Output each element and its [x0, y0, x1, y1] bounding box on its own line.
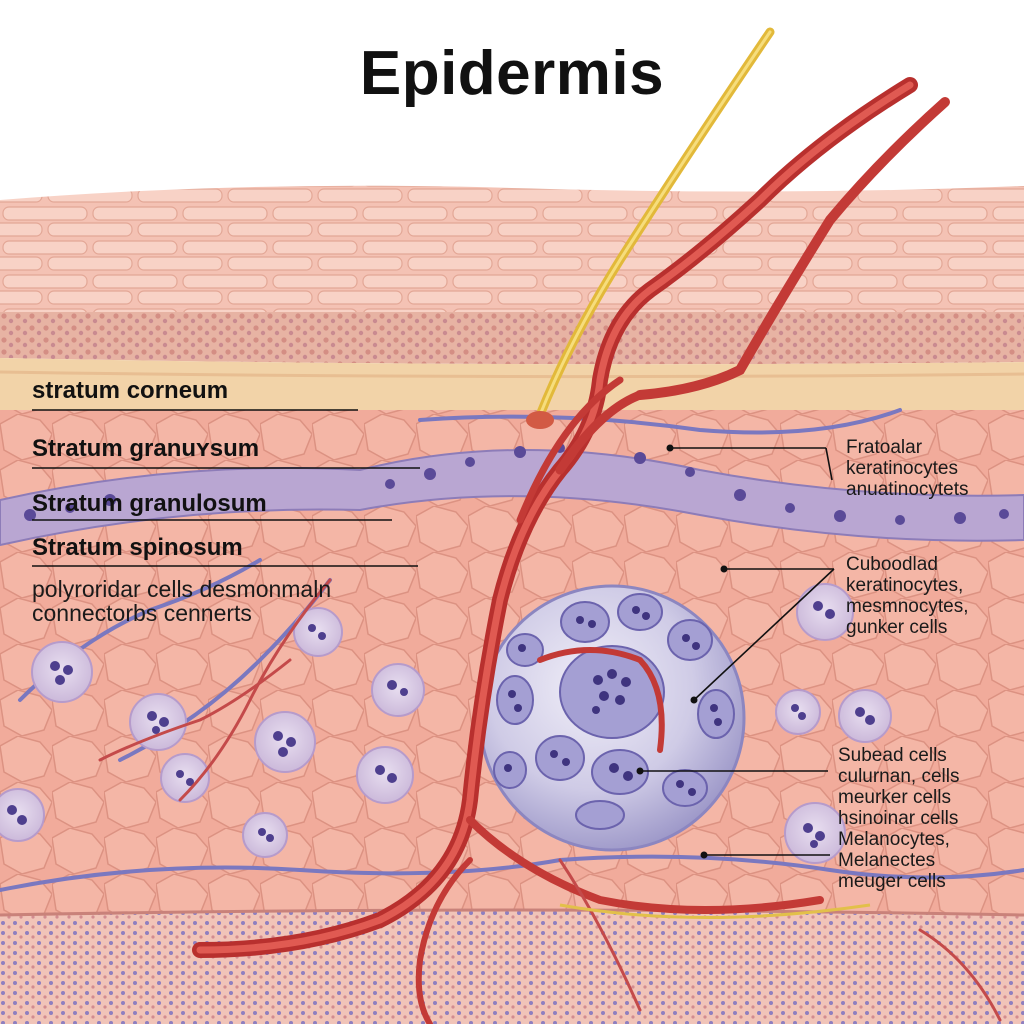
spinous-cells — [0, 583, 892, 864]
label-leader-lines — [32, 409, 835, 856]
callout-line: Subead cells — [838, 745, 947, 766]
cluster-nuclei — [504, 606, 722, 796]
granular-dotted-band — [0, 312, 1024, 365]
callout-line: anuatinocytets — [846, 479, 969, 500]
callout-upper: Fratoalar keratinocytes anuatinocytets — [846, 437, 969, 500]
callout-line: meurker cells — [838, 787, 951, 808]
leader-dots — [636, 444, 728, 859]
callout-middle: Cuboodlad keratinocytes, mesmnocytes, gu… — [846, 554, 968, 638]
callout-line: keratinocytes — [846, 458, 958, 479]
description-line: connectorbs cennerts — [32, 600, 252, 626]
callout-line: Melanectes — [838, 850, 936, 871]
granulosum-nuclei — [24, 443, 1009, 525]
callout-line: keratinocytes, — [846, 575, 964, 596]
callout-line: mesmnocytes, — [846, 596, 969, 617]
page-title: Epidermis — [359, 39, 665, 108]
label-stratum-corneum: ѕtratum corneum — [32, 377, 229, 404]
stratum-corneum-band — [0, 185, 1024, 312]
description-line: polyroridar cells desmonmaln — [32, 576, 332, 602]
arterial-vessels — [98, 77, 1002, 1024]
granulosum-cell-band — [0, 449, 1024, 547]
callout-line: Melanocytes, — [838, 829, 950, 850]
callout-line: culurnan, cells — [838, 766, 960, 787]
callout-lower: Subead cells culurnan, cells meurker cel… — [838, 745, 959, 892]
callout-line: hsinoinar cells — [838, 808, 959, 829]
callout-line: Cuboodlad — [846, 554, 938, 575]
label-stratum-granulosum-1: Stratum granuʏsum — [32, 435, 260, 462]
cluster-cells — [493, 593, 735, 830]
cell-nuclei — [7, 601, 875, 848]
lucidum-band — [0, 358, 1024, 416]
callout-line: meuger cells — [838, 871, 946, 892]
basal-layer — [0, 910, 1024, 1024]
label-stratum-granulosum-2: Stratum granulosum — [32, 490, 267, 517]
spinosum-description: polyroridar cells desmonmaln connectorbs… — [32, 577, 331, 625]
callout-line: Fratoalar — [846, 437, 923, 458]
callout-line: gunker cells — [846, 617, 948, 638]
label-stratum-spinosum: Stratum spinosum — [32, 534, 243, 561]
